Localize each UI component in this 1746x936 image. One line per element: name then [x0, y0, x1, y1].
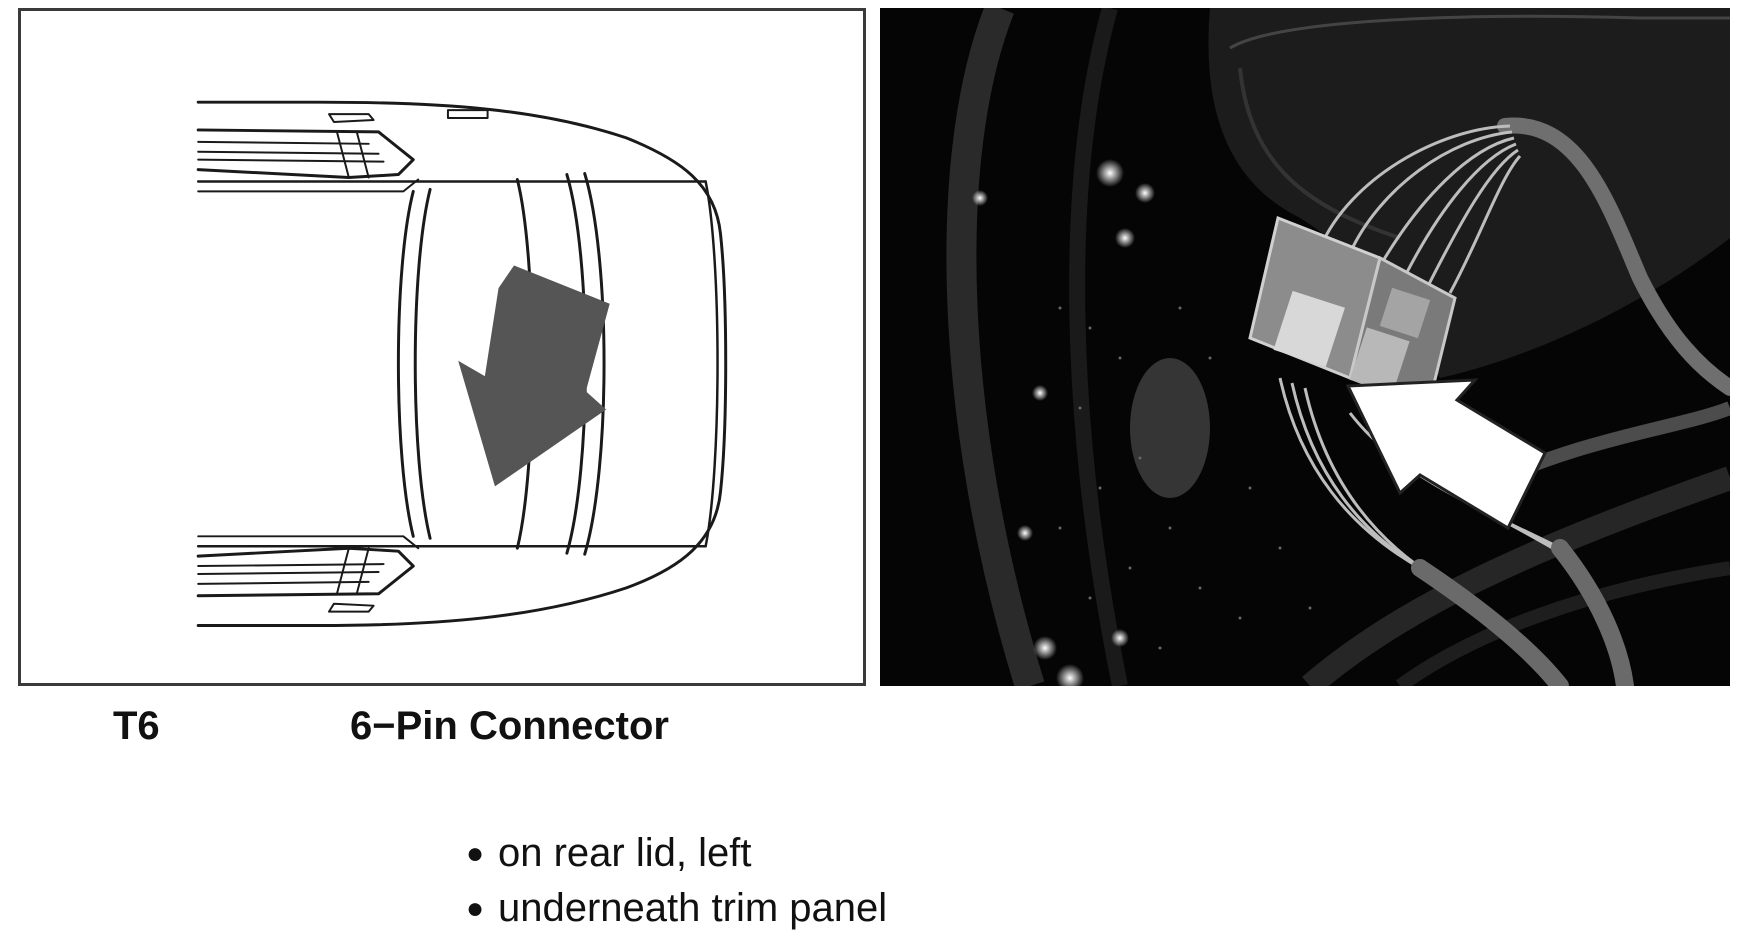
- list-item: ● on rear lid, left: [466, 826, 887, 881]
- vehicle-locator-diagram: [18, 8, 866, 686]
- down-left-arrow-icon: [458, 265, 610, 487]
- list-item: ● underneath trim panel: [466, 881, 887, 936]
- bullet-icon: ●: [466, 837, 485, 870]
- up-left-arrow-icon: [1345, 378, 1547, 531]
- bullet-icon: ●: [466, 892, 485, 925]
- connector-photo-illustration: [880, 8, 1730, 686]
- location-notes-list: ● on rear lid, left ● underneath trim pane…: [466, 826, 887, 936]
- note-text: on rear lid, left: [498, 831, 752, 875]
- component-title: 6−Pin Connector: [350, 704, 669, 748]
- vehicle-top-view-drawing: [196, 100, 728, 627]
- note-text: underneath trim panel: [498, 886, 888, 930]
- connector-location-photo: [880, 8, 1730, 686]
- component-code: T6: [113, 704, 160, 748]
